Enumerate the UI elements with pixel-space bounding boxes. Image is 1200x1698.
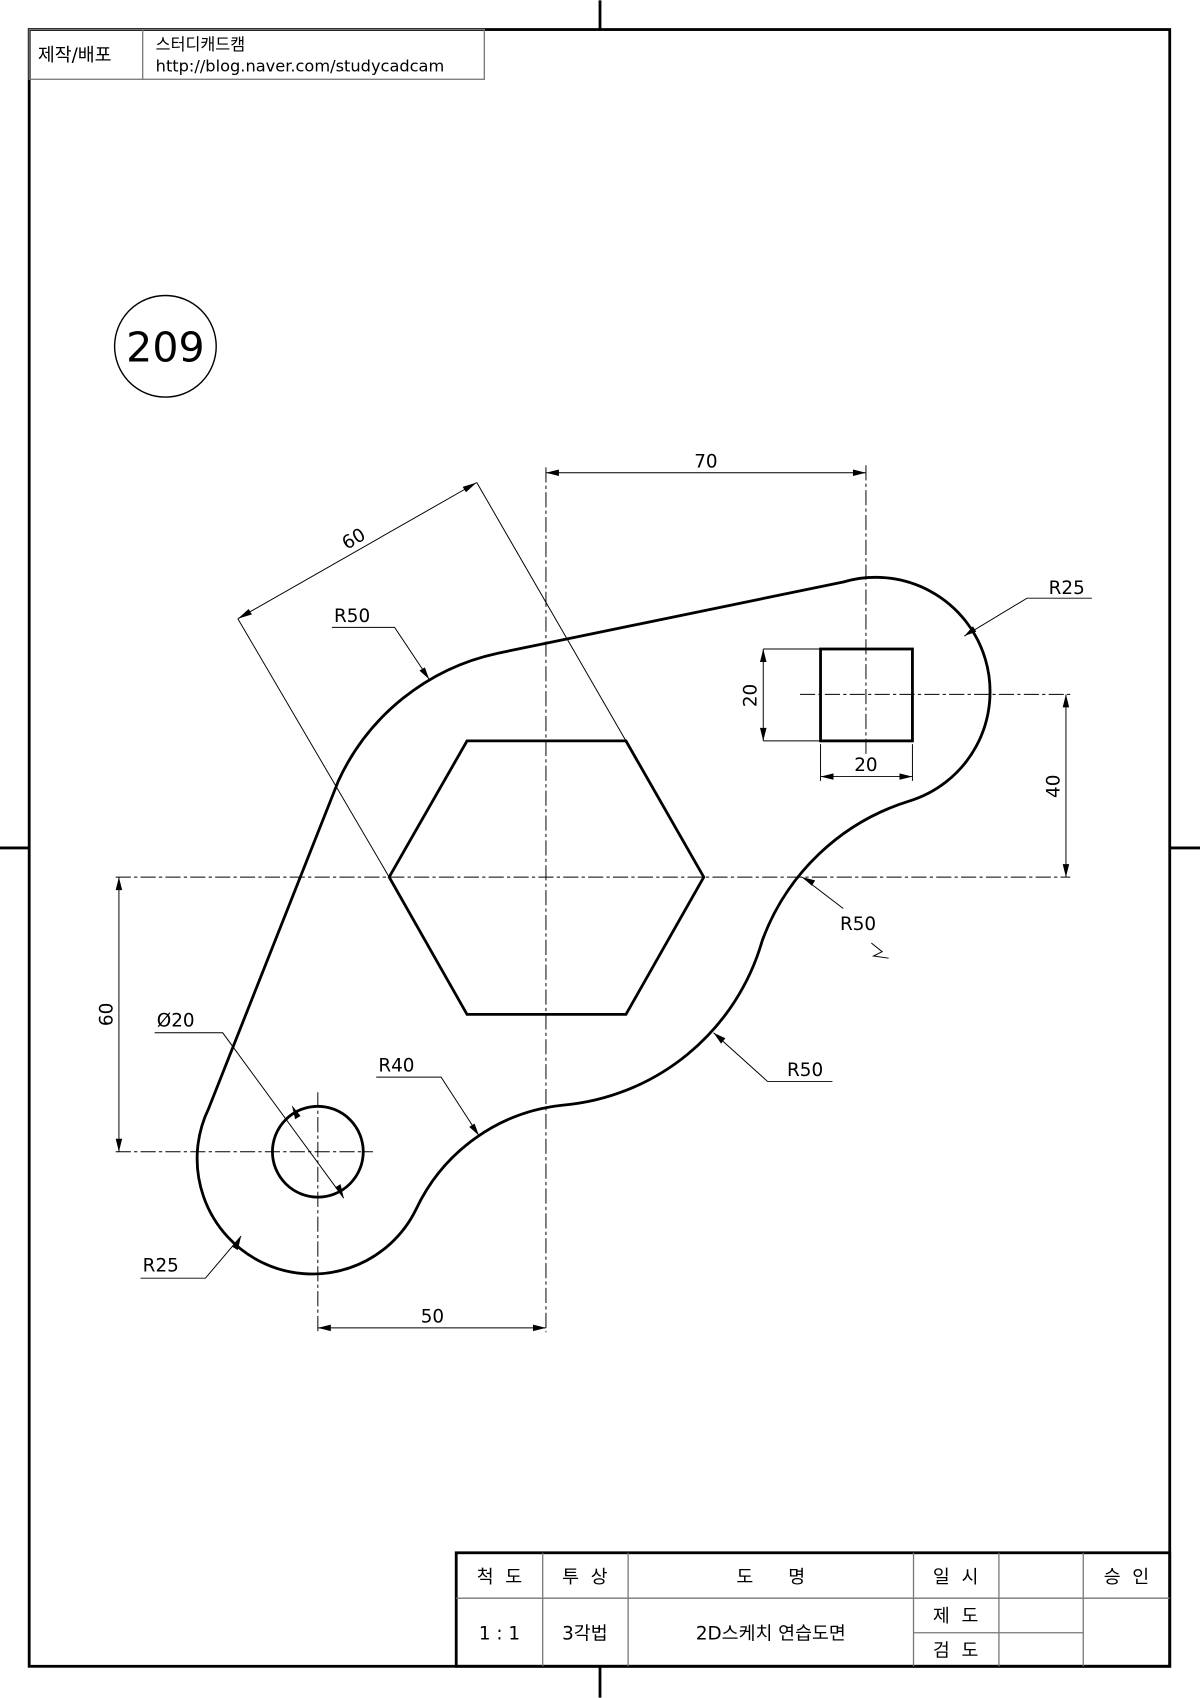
dimension-arrows bbox=[115, 469, 1070, 1332]
title-block: 척 도 투 상 도 명 일 시 승 인 1 : 1 3각법 2D스케치 연습도면… bbox=[454, 1551, 1172, 1668]
dim-r25-lower: R25 bbox=[143, 1256, 179, 1277]
dim-r50-right: R50 bbox=[840, 914, 876, 935]
dim-r50-upper: R50 bbox=[334, 606, 370, 627]
drawing-number-circle bbox=[113, 294, 217, 398]
dim-r50-lower: R50 bbox=[787, 1060, 823, 1081]
drawn-by-label: 제 도 bbox=[933, 1606, 978, 1627]
dim-hole-diameter: Ø20 bbox=[157, 1010, 195, 1031]
projection-value: 3각법 bbox=[562, 1623, 607, 1644]
center-lines bbox=[115, 465, 1071, 1333]
checked-by-label: 검 도 bbox=[933, 1641, 978, 1662]
projection-label: 투 상 bbox=[562, 1567, 608, 1588]
dim-20-height: 20 bbox=[741, 684, 762, 707]
approval-label: 승 인 bbox=[1104, 1567, 1149, 1588]
drawing-name-label: 도 명 bbox=[736, 1567, 805, 1588]
dim-20-width: 20 bbox=[854, 755, 877, 776]
dim-r25-upper: R25 bbox=[1049, 578, 1085, 599]
round-hole bbox=[271, 1104, 365, 1199]
publisher-url: http://blog.naver.com/studycadcam bbox=[156, 57, 445, 76]
hexagon-cutout bbox=[387, 739, 706, 1016]
dimension-lines bbox=[118, 472, 1092, 1329]
dim-70: 70 bbox=[694, 451, 717, 472]
scale-value: 1 : 1 bbox=[479, 1623, 520, 1644]
dim-60-slant: 60 bbox=[339, 524, 370, 554]
drawing-number: 209 bbox=[126, 323, 204, 371]
dim-r40: R40 bbox=[378, 1056, 414, 1077]
square-cutout bbox=[819, 647, 914, 743]
dimension-labels: 70 60 R50 R25 20 20 40 R50 60 Ø20 R40 R5… bbox=[96, 451, 1084, 1327]
scale-label: 척 도 bbox=[477, 1567, 522, 1588]
publisher-box: 제작/배포 스터디캐드캠 http://blog.naver.com/study… bbox=[28, 28, 485, 80]
dim-60-vertical: 60 bbox=[96, 1003, 117, 1026]
date-label: 일 시 bbox=[933, 1567, 978, 1588]
dim-50: 50 bbox=[421, 1307, 444, 1328]
dim-40: 40 bbox=[1043, 775, 1064, 798]
drawing-border bbox=[27, 28, 1172, 1668]
publisher-label: 제작/배포 bbox=[38, 45, 112, 66]
drawing-name-value: 2D스케치 연습도면 bbox=[696, 1623, 846, 1644]
publisher-name: 스터디캐드캠 bbox=[156, 35, 245, 54]
part-outline bbox=[195, 575, 992, 1276]
